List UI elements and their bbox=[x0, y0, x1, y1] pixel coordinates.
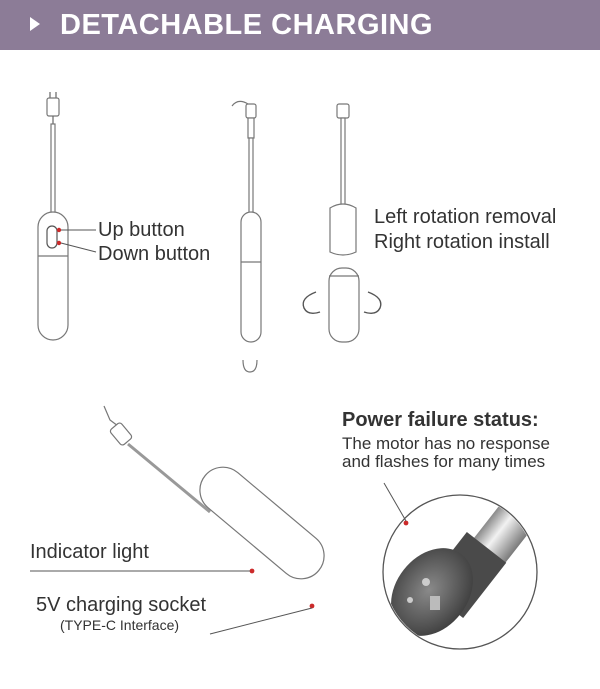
remote-rotation-view bbox=[328, 103, 360, 343]
down-button-label: Down button bbox=[98, 243, 211, 265]
charging-interface-label: (TYPE-C Interface) bbox=[60, 617, 180, 633]
motor-head-illustration bbox=[382, 494, 538, 650]
down-button-marker bbox=[56, 240, 62, 246]
power-failure-line1: The motor has no response bbox=[342, 434, 550, 453]
power-failure-leader bbox=[383, 482, 407, 522]
rotation-arrow-icon bbox=[302, 291, 382, 315]
left-rotation-label: Left rotation removal bbox=[374, 206, 557, 228]
power-failure-title: Power failure status: bbox=[342, 409, 539, 431]
charging-socket-marker bbox=[309, 603, 315, 609]
charging-socket-label: 5V charging socket bbox=[36, 594, 207, 616]
remote-side-view bbox=[231, 100, 262, 373]
section-title: DETACHABLE CHARGING bbox=[60, 9, 434, 41]
play-arrow-icon bbox=[30, 17, 40, 31]
right-rotation-label: Right rotation install bbox=[374, 231, 550, 253]
indicator-light-label: Indicator light bbox=[30, 541, 149, 563]
remote-charging-view bbox=[103, 405, 325, 580]
charging-socket-leader bbox=[209, 607, 313, 635]
up-button-marker bbox=[56, 227, 62, 233]
remote-front-view bbox=[37, 92, 69, 341]
power-failure-marker bbox=[403, 520, 409, 526]
down-button-leader bbox=[60, 242, 97, 253]
power-failure-line2: and flashes for many times bbox=[342, 452, 546, 471]
section-header-bar: DETACHABLE CHARGING bbox=[0, 0, 600, 50]
up-button-label: Up button bbox=[98, 219, 185, 241]
indicator-light-marker bbox=[249, 568, 255, 574]
